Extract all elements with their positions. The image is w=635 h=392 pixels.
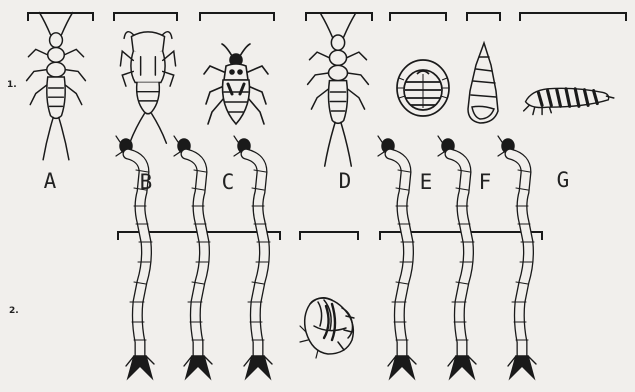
midge-larva-icon	[174, 136, 212, 378]
bracket-a	[28, 13, 93, 21]
specimen-label-e: E	[420, 170, 433, 194]
bracket-b	[114, 13, 177, 21]
midge-pupa-icon	[300, 298, 354, 358]
specimen-layer	[27, 13, 614, 378]
midge-larva-icon	[378, 136, 416, 378]
midge-larva-icon	[498, 136, 536, 378]
specimen-label-c: C	[222, 170, 235, 194]
snail-shell-icon	[468, 43, 498, 123]
bracket-layer	[28, 13, 626, 240]
stonefly-nymph-icon	[27, 13, 86, 160]
midge-larva-icon	[234, 136, 272, 378]
midge-larva-icon	[438, 136, 476, 378]
specimen-label-g: G	[557, 168, 570, 192]
bracket-g	[520, 13, 626, 21]
bracket-group-2	[300, 232, 358, 240]
bracket-c	[200, 13, 274, 21]
stonefly-nymph-icon	[308, 14, 369, 166]
water-bug-icon	[204, 44, 268, 124]
row-2-number: 2.	[9, 306, 19, 316]
row-1-number: 1.	[7, 80, 17, 90]
caterpillar-larva-icon	[524, 88, 614, 114]
bracket-f	[467, 13, 500, 21]
specimen-label-d: D	[339, 169, 352, 193]
specimen-label-b: B	[140, 170, 153, 194]
specimen-label-f: F	[479, 170, 492, 194]
dragonfly-nymph-icon	[120, 32, 175, 144]
bracket-e	[390, 13, 446, 21]
water-penny-icon	[397, 60, 449, 116]
specimen-label-a: A	[44, 169, 57, 193]
bracket-d	[306, 13, 372, 21]
